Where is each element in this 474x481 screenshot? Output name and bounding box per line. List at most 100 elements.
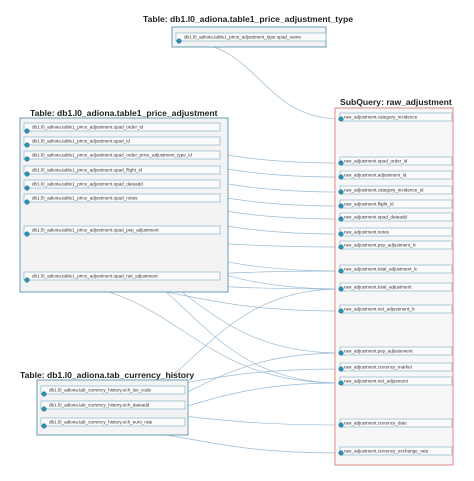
field-row[interactable]: raw_adjustment.pvp_adjustement xyxy=(339,346,453,356)
input-port[interactable] xyxy=(338,203,344,209)
field-label: db1.l0_adiona.table1_price_adjustment_ty… xyxy=(184,35,301,40)
field-row[interactable]: db1.l0_adiona.table1_price_adjustment.op… xyxy=(23,193,221,203)
field-frame xyxy=(23,193,221,203)
field-row[interactable]: raw_adjustment.currency_date xyxy=(339,418,453,428)
field-row[interactable]: raw_adjustment.notes xyxy=(339,227,453,237)
box-frame xyxy=(19,117,229,293)
field-label: db1.l0_adiona.tab_currency_history.och_i… xyxy=(49,388,152,393)
field-label: db1.l0_adiona.table1_price_adjustment.op… xyxy=(32,182,143,187)
field-row[interactable]: raw_adjustment.pvp_adjustment_lc xyxy=(339,240,453,250)
field-row[interactable]: raw_adjustment.total_adjustment_lc xyxy=(339,264,453,274)
subquery-box-q_raw[interactable]: SubQuery: raw_adjustment raw_adjustment.c… xyxy=(334,97,454,466)
field-label: db1.l0_adiona.table1_price_adjustment.op… xyxy=(32,168,143,173)
field-label: db1.l0_adiona.table1_price_adjustment.op… xyxy=(32,153,192,158)
field-row[interactable]: db1.l0_adiona.table1_price_adjustment.op… xyxy=(23,225,221,235)
table-box-t_cur[interactable]: Table: db1.l0_adiona.tab_currency_histor… xyxy=(20,370,194,436)
field-label: db1.l0_adiona.table1_price_adjustment.op… xyxy=(32,228,159,233)
input-port[interactable] xyxy=(338,116,344,122)
field-label: raw_adjustment.currency_exchange_rate xyxy=(344,449,429,454)
field-label: raw_adjustment.net_adjusment xyxy=(344,379,409,384)
output-port[interactable] xyxy=(24,142,30,148)
field-label: raw_adjustment.pvp_adjustement xyxy=(344,349,413,354)
field-label: raw_adjustment.category_incidence xyxy=(344,115,418,120)
field-row[interactable]: db1.l0_adiona.tab_currency_history.och_d… xyxy=(40,400,186,410)
field-label: raw_adjustment.total_adjustment_lc xyxy=(344,267,418,272)
field-frame xyxy=(23,271,221,281)
field-frame xyxy=(23,150,221,160)
field-label: raw_adjustment.opad_dateadd xyxy=(344,215,408,220)
field-row[interactable]: db1.l0_adiona.table1_price_adjustment.op… xyxy=(23,150,221,160)
field-row[interactable]: db1.l0_adiona.table1_price_adjustment_ty… xyxy=(175,32,327,42)
field-frame xyxy=(23,179,221,189)
output-port[interactable] xyxy=(41,391,47,397)
output-port[interactable] xyxy=(41,406,47,412)
input-port[interactable] xyxy=(338,380,344,386)
field-row[interactable]: raw_adjustment.adjustment_id xyxy=(339,170,453,180)
field-label: raw_adjustment.pvp_adjustment_lc xyxy=(344,243,417,248)
output-port[interactable] xyxy=(24,171,30,177)
field-frame xyxy=(175,32,327,42)
field-label: db1.l0_adiona.table1_price_adjustment.op… xyxy=(32,125,144,130)
field-row[interactable]: raw_adjustment.net_adjustment_lc xyxy=(339,304,453,314)
output-port[interactable] xyxy=(176,38,182,44)
input-port[interactable] xyxy=(338,216,344,222)
field-frame xyxy=(23,136,221,146)
field-frame xyxy=(40,400,186,410)
field-row[interactable]: db1.l0_adiona.table1_price_adjustment.op… xyxy=(23,271,221,281)
box-title: Table: db1.l0_adiona.table1_price_adjust… xyxy=(143,14,353,24)
field-frame xyxy=(23,122,221,132)
field-label: db1.l0_adiona.tab_currency_history.och_e… xyxy=(49,420,153,425)
field-label: db1.l0_adiona.table1_price_adjustment.op… xyxy=(32,196,138,201)
field-row[interactable]: raw_adjustment.category_incidence xyxy=(339,112,453,122)
box-title: SubQuery: raw_adjustment xyxy=(340,97,452,107)
field-row[interactable]: db1.l0_adiona.table1_price_adjustment.op… xyxy=(23,136,221,146)
input-port[interactable] xyxy=(338,350,344,356)
field-label: raw_adjustment.currency_market xyxy=(344,365,413,370)
output-port[interactable] xyxy=(41,423,47,429)
field-row[interactable]: raw_adjustment.total_adjustment xyxy=(339,282,453,292)
field-label: raw_adjustment.currency_date xyxy=(344,421,407,426)
input-port[interactable] xyxy=(338,286,344,292)
input-port[interactable] xyxy=(338,422,344,428)
field-label: raw_adjustment.notes xyxy=(344,230,390,235)
table-box-t_adj[interactable]: Table: db1.l0_adiona.table1_price_adjust… xyxy=(19,108,229,293)
table-box-t_type[interactable]: Table: db1.l0_adiona.table1_price_adjust… xyxy=(143,14,353,48)
input-port[interactable] xyxy=(338,308,344,314)
field-row[interactable]: raw_adjustment.currency_market xyxy=(339,362,453,372)
field-row[interactable]: raw_adjustment.category_incidence_id xyxy=(339,185,453,195)
input-port[interactable] xyxy=(338,268,344,274)
field-row[interactable]: db1.l0_adiona.tab_currency_history.och_i… xyxy=(40,385,186,395)
field-row[interactable]: raw_adjustment.net_adjusment xyxy=(339,376,453,386)
field-row[interactable]: db1.l0_adiona.tab_currency_history.och_e… xyxy=(40,417,186,427)
output-port[interactable] xyxy=(24,231,30,237)
field-row[interactable]: db1.l0_adiona.table1_price_adjustment.op… xyxy=(23,165,221,175)
input-port[interactable] xyxy=(338,366,344,372)
input-port[interactable] xyxy=(338,160,344,166)
field-frame xyxy=(40,417,186,427)
output-port[interactable] xyxy=(24,156,30,162)
field-frame xyxy=(23,225,221,235)
field-row[interactable]: db1.l0_adiona.table1_price_adjustment.op… xyxy=(23,179,221,189)
output-port[interactable] xyxy=(24,199,30,205)
field-label: db1.l0_adiona.table1_price_adjustment.op… xyxy=(32,139,130,144)
input-port[interactable] xyxy=(338,231,344,237)
input-port[interactable] xyxy=(338,244,344,250)
ports-layer xyxy=(24,38,344,456)
field-label: raw_adjustment.category_incidence_id xyxy=(344,188,424,193)
field-row[interactable]: db1.l0_adiona.table1_price_adjustment.op… xyxy=(23,122,221,132)
input-port[interactable] xyxy=(338,174,344,180)
field-row[interactable]: raw_adjustment.currency_exchange_rate xyxy=(339,446,453,456)
field-label: raw_adjustment.total_adjustment xyxy=(344,285,412,290)
output-port[interactable] xyxy=(24,128,30,134)
field-frame xyxy=(40,385,186,395)
input-port[interactable] xyxy=(338,189,344,195)
field-row[interactable]: raw_adjustment.opad_dateadd xyxy=(339,212,453,222)
field-row[interactable]: raw_adjustment.flight_id xyxy=(339,199,453,209)
field-row[interactable]: raw_adjustment.opad_order_id xyxy=(339,156,453,166)
input-port[interactable] xyxy=(338,450,344,456)
output-port[interactable] xyxy=(24,277,30,283)
field-label: raw_adjustment.net_adjustment_lc xyxy=(344,307,416,312)
field-frame xyxy=(23,165,221,175)
output-port[interactable] xyxy=(24,185,30,191)
